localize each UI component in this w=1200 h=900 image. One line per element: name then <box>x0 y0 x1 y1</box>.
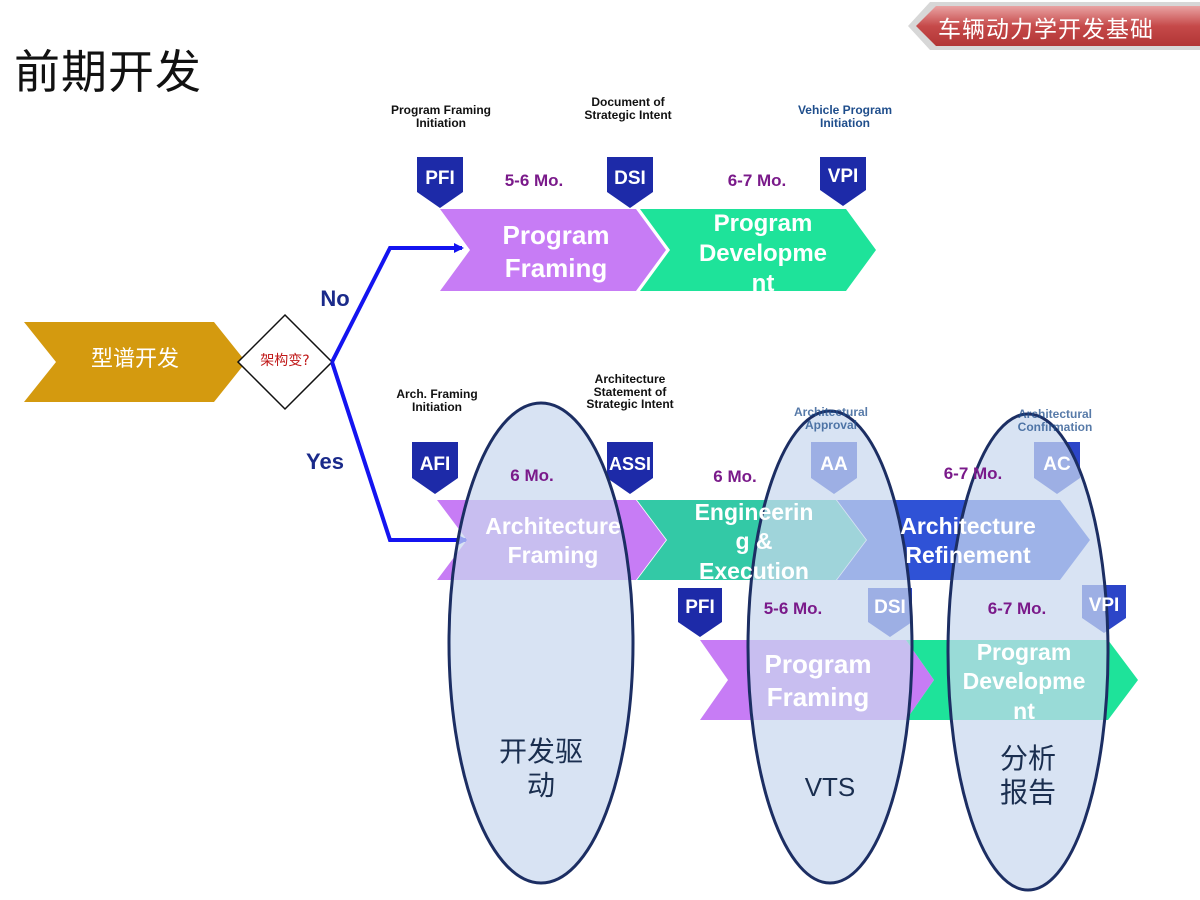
ellipse-1-line1: 开发驱 <box>498 735 583 768</box>
bottom-duration-1: 6 Mo. <box>510 466 554 485</box>
ellipse-3-line1: 分析 <box>999 742 1056 775</box>
bottom-milestone-ac-label: Architectural Confirmation <box>1017 407 1093 434</box>
branch-label-no: No <box>320 286 350 311</box>
top-phase-2-line1: Program <box>713 210 813 237</box>
page-title: 前期开发 <box>14 45 202 99</box>
bottom-phase-3-line2: Refinement <box>905 541 1031 568</box>
ellipse-1-line2: 动 <box>526 768 555 802</box>
bottom-phase-2-line3: Execution <box>699 557 809 584</box>
top-phase-program-development-label: Program Developme nt <box>668 209 858 299</box>
decision-diamond <box>236 313 334 411</box>
sub-phase-1-line2: Framing <box>766 681 870 712</box>
bottom-flag-ac-code: AC <box>1043 454 1071 475</box>
top-flag-dsi-code: DSI <box>614 168 646 189</box>
section-tag: 车辆动力学开发基础 <box>882 0 1200 52</box>
sub-duration-2: 6-7 Mo. <box>987 599 1047 618</box>
bottom-phase-2-line2: g & <box>735 528 773 555</box>
bottom-phase-2-line1: Engineerin <box>694 499 814 525</box>
top-flag-vpi <box>820 157 866 206</box>
bottom-phase-engineering-execution-label: Engineerin g & Execution <box>664 498 844 586</box>
sub-phase-program-framing-label: Program Framing <box>728 648 908 713</box>
top-phase-program-development-chevron <box>640 209 876 291</box>
bottom-phase-3-line1: Architecture <box>900 513 1036 539</box>
top-duration-2: 6-7 Mo. <box>727 171 787 190</box>
top-flag-dsi <box>607 157 653 208</box>
sub-phase-2-line3: nt <box>1013 697 1035 724</box>
sub-phase-program-development-label: Program Developme nt <box>932 638 1116 726</box>
sub-phase-2-line1: Program <box>976 639 1072 665</box>
bottom-milestone-afi-label: Arch. Framing Initiation <box>396 387 478 414</box>
start-chevron <box>24 322 246 402</box>
bottom-milestone-assi-label: Architecture Statement of Strategic Inte… <box>586 372 674 412</box>
bottom-milestone-aa-label: Architectural Approval <box>793 405 869 432</box>
bottom-duration-2: 6 Mo. <box>713 467 757 486</box>
top-phase-2-line3: nt <box>751 270 775 297</box>
bottom-phase-architecture-refinement-label: Architecture Refinement <box>866 512 1070 570</box>
top-phase-1-line2: Framing <box>504 252 608 283</box>
top-duration-1: 5-6 Mo. <box>504 171 564 190</box>
sub-flag-pfi <box>678 588 722 637</box>
sub-flag-dsi-code: DSI <box>874 597 906 618</box>
ellipse-analysis-report <box>946 412 1110 892</box>
no-branch-arrow <box>330 243 464 363</box>
ellipse-development-driven <box>447 401 635 885</box>
sub-duration-1: 5-6 Mo. <box>763 599 823 618</box>
bottom-flag-afi-code: AFI <box>419 454 451 475</box>
top-milestone-dsi-label: Document of Strategic Intent <box>584 95 672 122</box>
top-phase-2-line2: Developme <box>698 240 828 267</box>
sub-phase-2-line2: Developme <box>962 668 1086 695</box>
bottom-phase-1-line1: Architecture <box>485 513 621 539</box>
ellipse-3-line2: 报告 <box>999 775 1056 809</box>
top-flag-pfi <box>417 157 463 208</box>
ellipse-development-driven-label: 开发驱 动 <box>471 735 611 802</box>
section-tag-label: 车辆动力学开发基础 <box>938 17 1154 43</box>
top-flag-vpi-code: VPI <box>827 166 859 187</box>
bottom-duration-3: 6-7 Mo. <box>943 464 1003 483</box>
bottom-flag-aa-code: AA <box>820 454 848 475</box>
sub-phase-1-line1: Program <box>764 649 872 679</box>
bottom-flag-assi-code: ASSI <box>608 454 651 474</box>
top-milestone-vpi-label: Vehicle Program Initiation <box>797 103 893 130</box>
yes-branch-arrow <box>330 361 468 545</box>
bottom-phase-architecture-framing-label: Architecture Framing <box>466 512 640 570</box>
decision-label: 架构变? <box>260 353 310 369</box>
top-milestone-pfi-label: Program Framing Initiation <box>390 103 492 130</box>
top-phase-1-line1: Program <box>502 220 610 250</box>
bottom-flag-afi <box>412 442 458 494</box>
ellipse-analysis-report-label: 分析 报告 <box>968 742 1088 809</box>
ellipse-vts-label: VTS <box>770 772 890 803</box>
branch-label-yes: Yes <box>306 449 344 474</box>
bottom-flag-assi <box>607 442 653 494</box>
sub-flag-vpi-code: VPI <box>1088 595 1120 616</box>
ellipse-vts <box>746 409 914 885</box>
sub-flag-pfi-code: PFI <box>685 597 715 618</box>
ellipse-2-line1: VTS <box>804 772 856 802</box>
top-phase-program-framing-label: Program Framing <box>470 219 642 284</box>
top-flag-pfi-code: PFI <box>425 168 455 189</box>
start-label: 型谱开发 <box>90 347 179 372</box>
section-tag-shape <box>908 2 1200 50</box>
top-phase-program-framing-chevron <box>440 209 666 291</box>
bottom-phase-1-line2: Framing <box>507 541 599 568</box>
